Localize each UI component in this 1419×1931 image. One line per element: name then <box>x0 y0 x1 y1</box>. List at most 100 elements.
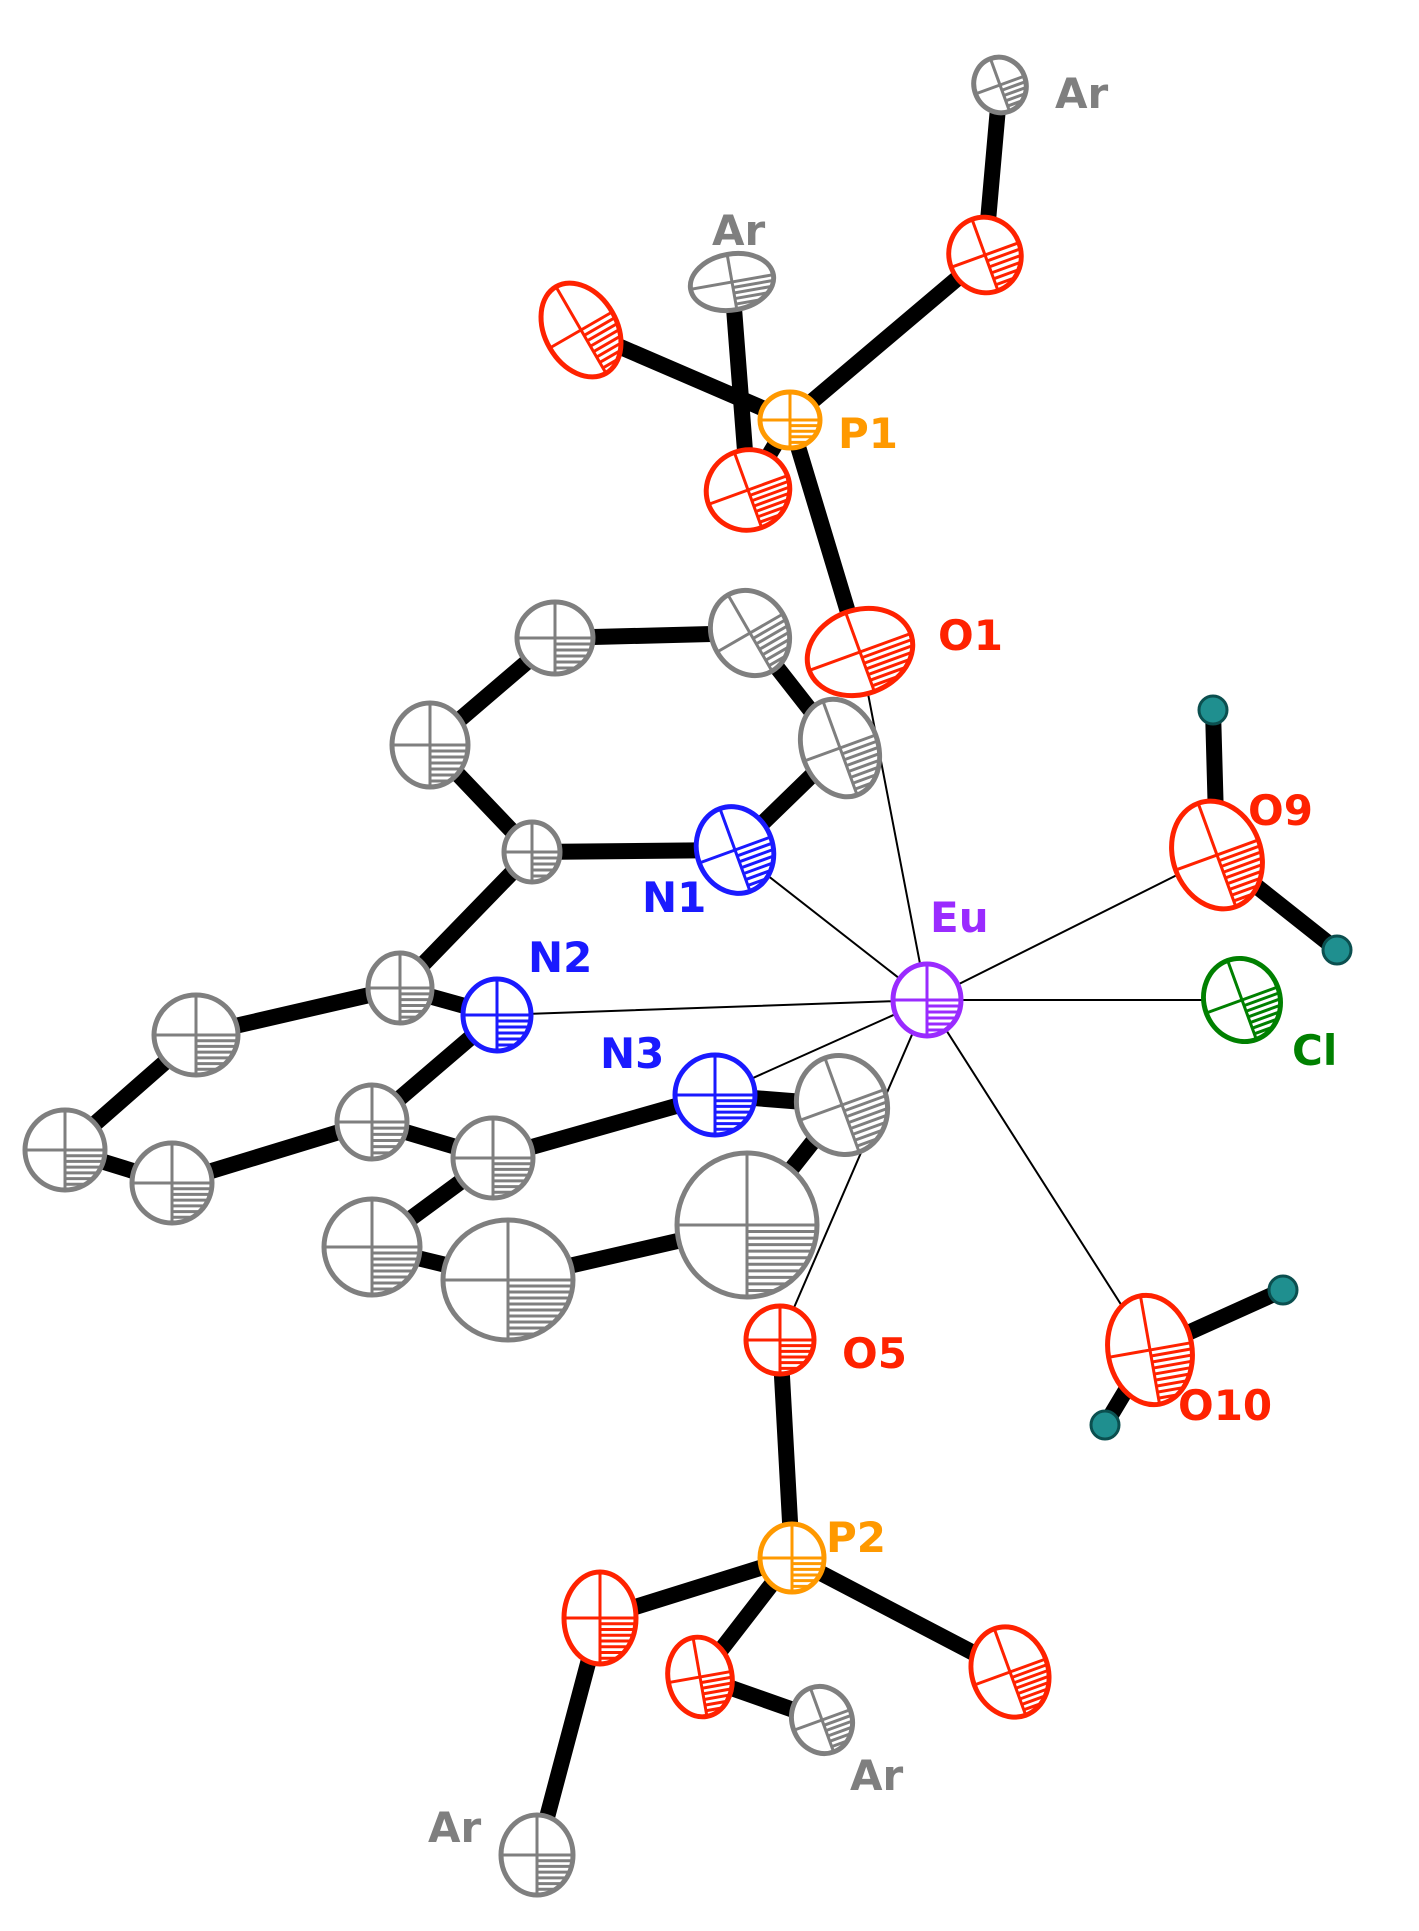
atom-ring2-c-upper-left <box>151 992 241 1078</box>
ellipsoid-hatch <box>845 1100 888 1119</box>
atom-p1-oxygen-ester-left <box>703 447 793 533</box>
label-o1: O1 <box>938 611 1003 660</box>
ellipsoid-hatch <box>1253 1025 1274 1036</box>
ellipsoid-hatch <box>752 618 787 640</box>
ellipsoid-hatch <box>703 1693 731 1701</box>
ellipsoid-hatch <box>732 278 774 289</box>
ellipsoid-hatch <box>1003 85 1027 97</box>
atom-p2-oxygen-terminal <box>968 1624 1052 1720</box>
ellipsoid-hatch <box>1021 1694 1046 1706</box>
atom-ring2-c-left <box>22 1107 108 1193</box>
ellipsoid-hatch <box>850 1113 888 1130</box>
ellipsoid-hatch <box>869 665 907 682</box>
label-n1: N1 <box>642 873 706 922</box>
ellipsoid-hatch <box>602 357 619 370</box>
ellipsoid-hatch <box>599 349 622 364</box>
ellipsoid-hatch <box>747 877 767 887</box>
atom-n1 <box>693 804 777 896</box>
ellipsoid-hatch <box>1226 869 1263 886</box>
atom-ellipsoid <box>1321 934 1353 966</box>
ellipsoid-hatch <box>757 505 786 519</box>
ellipsoid-hatch <box>829 1732 852 1743</box>
atom-ring1-c-right <box>797 696 883 800</box>
ellipsoid-hatch <box>856 1137 878 1148</box>
ellipsoid-hatch <box>1011 1663 1048 1679</box>
ellipsoid-hatch <box>995 276 1016 287</box>
label-o10: O10 <box>1178 1381 1272 1430</box>
atom-ellipsoid <box>1267 1274 1299 1306</box>
ellipsoid-hatch <box>749 479 790 497</box>
ellipsoid-axis <box>554 285 608 375</box>
bonds-layer <box>57 77 1345 1863</box>
ellipsoid-hatch <box>1015 1674 1050 1690</box>
atom-aryl-upper <box>687 250 777 314</box>
ellipsoid-hatch <box>738 847 775 864</box>
atom-ring2-c-lower-left <box>129 1140 215 1226</box>
ellipsoid-hatch <box>753 491 791 508</box>
ellipsoid-hatch <box>702 1687 732 1696</box>
ellipsoid-hatch <box>1005 92 1026 103</box>
ellipsoid-axis <box>821 700 859 796</box>
ellipsoid-hatch <box>1152 1359 1193 1370</box>
ellipsoid-axis <box>691 1637 709 1717</box>
ellipsoid-axis <box>1226 960 1258 1040</box>
ellipsoid-hatch <box>701 1681 733 1690</box>
ellipsoid-hatch <box>1231 884 1259 897</box>
atom-o9 <box>1169 798 1265 912</box>
ellipsoid-hatch <box>852 773 877 785</box>
atom-aryl-top <box>971 54 1029 116</box>
atoms-layer <box>22 54 1353 1898</box>
label-ar-lower-right: Ar <box>850 1751 904 1800</box>
atom-p1 <box>757 389 823 451</box>
ellipsoid-hatch <box>854 781 873 791</box>
ellipsoid-hatch <box>1233 892 1254 903</box>
ellipsoid-hatch <box>700 1675 733 1685</box>
ellipsoid-hatch <box>586 322 619 343</box>
ellipsoid-hatch <box>583 316 616 337</box>
ellipsoid-axis <box>725 254 739 310</box>
ellipsoid-hatch <box>843 745 880 762</box>
ellipsoid-hatch <box>1157 1386 1184 1394</box>
ellipsoid-hatch <box>827 1725 853 1738</box>
label-ar-top: Ar <box>1055 69 1109 118</box>
atom-o1 <box>804 605 916 699</box>
ellipsoid-hatch <box>761 637 791 657</box>
ellipsoid-hatch <box>704 1699 728 1707</box>
ellipsoid-hatch <box>1156 1379 1188 1388</box>
ellipsoid-hatch <box>1017 1680 1050 1696</box>
ellipsoid-axis <box>844 612 876 692</box>
ellipsoid-axis <box>808 1687 836 1753</box>
ellipsoid-hatch <box>831 1739 848 1749</box>
ellipsoid-hatch <box>861 637 913 660</box>
ellipsoid-hatch <box>1220 850 1263 868</box>
coordination-bond-eu-o5 <box>779 999 928 1341</box>
atom-chlorine <box>1201 955 1283 1045</box>
atom-o9-hydrogen-right <box>1321 934 1353 966</box>
ellipsoid-hatch <box>993 268 1020 281</box>
ellipsoid-hatch <box>595 341 622 359</box>
ellipsoid-hatch <box>1222 856 1263 874</box>
ellipsoid-hatch <box>1019 1687 1049 1701</box>
atom-n3 <box>672 1052 758 1138</box>
atom-o5 <box>743 1303 817 1377</box>
atom-ring1-c-left <box>389 700 471 790</box>
ellipsoid-axis <box>992 1628 1028 1716</box>
coordination-bond-eu-o1 <box>859 651 928 1001</box>
ellipsoid-hatch <box>825 1719 853 1733</box>
ellipsoid-hatch <box>734 291 769 301</box>
coordination-bond-eu-o10 <box>926 999 1151 1351</box>
ellipsoid-hatch <box>841 739 879 756</box>
atom-o10-hydrogen-right <box>1267 1274 1299 1306</box>
atom-n2 <box>460 976 534 1054</box>
ellipsoid-hatch <box>843 1094 887 1113</box>
ellipsoid-hatch <box>768 654 787 667</box>
atom-ellipsoid <box>1197 694 1229 726</box>
ellipsoid-hatch <box>990 260 1022 275</box>
ellipsoid-hatch <box>745 869 772 881</box>
ellipsoid-axis <box>823 1057 861 1153</box>
ellipsoid-hatch <box>1153 1366 1192 1376</box>
ellipsoid-hatch <box>764 645 790 662</box>
atom-ring3-c-large <box>674 1150 820 1300</box>
atom-aryl-lower-left <box>498 1812 576 1898</box>
